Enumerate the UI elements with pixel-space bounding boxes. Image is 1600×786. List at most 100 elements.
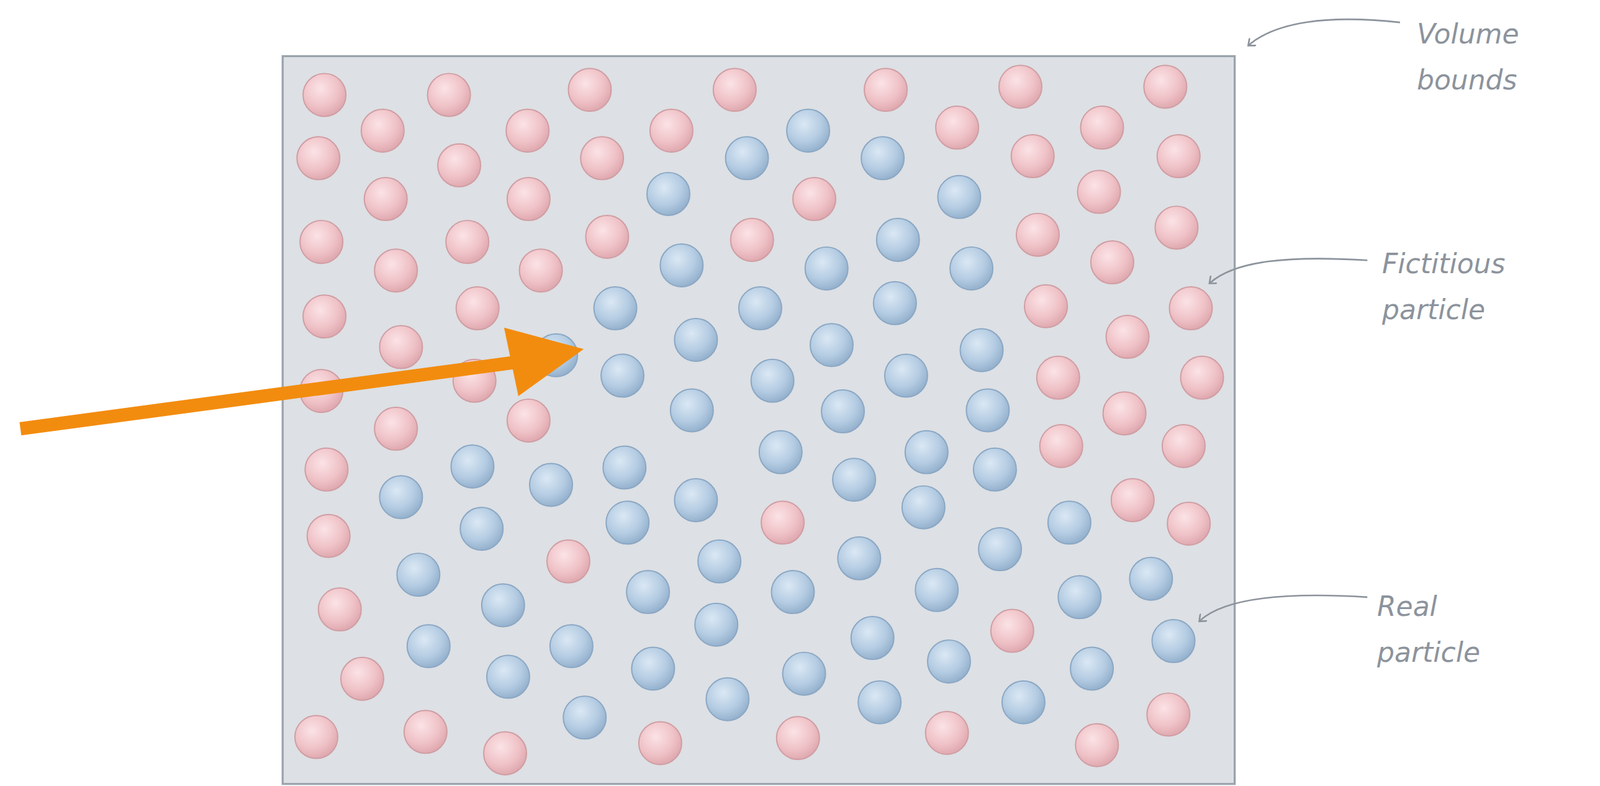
real-particle — [705, 677, 749, 721]
fictitious-particle — [925, 711, 969, 755]
real-particle — [379, 475, 423, 519]
real-particle — [563, 696, 606, 739]
volume-bounds — [282, 55, 1235, 784]
fictitious-particle — [864, 68, 908, 112]
real-particle — [1057, 575, 1101, 619]
leader-line — [1200, 595, 1368, 621]
fictitious-particle — [318, 587, 362, 631]
real-particle — [407, 624, 451, 668]
real-particle — [978, 527, 1022, 571]
fictitious-particle — [506, 109, 549, 153]
real-particle — [594, 286, 638, 330]
real-particle — [960, 328, 1004, 372]
real-particle — [529, 463, 573, 507]
fictitious-particle — [1011, 134, 1055, 178]
fictitious-particle — [935, 106, 979, 150]
real-particle — [915, 568, 959, 612]
fictitious-particle — [546, 540, 590, 584]
fictitious-particle — [776, 716, 820, 760]
fictitious-particle — [761, 501, 805, 544]
real-particle — [486, 655, 530, 699]
real-particle — [1070, 646, 1114, 690]
fictitious-particle — [427, 73, 471, 117]
real-particle — [858, 681, 901, 724]
fictitious-particle — [1169, 286, 1212, 330]
fictitious-particle — [1146, 692, 1190, 736]
real-particle — [1152, 619, 1196, 663]
real-particle — [786, 109, 830, 153]
real-particle — [674, 318, 718, 362]
fictitious-particle — [1106, 315, 1150, 359]
fictitious-particle — [580, 136, 624, 180]
fictitious-particle — [1024, 284, 1068, 328]
fictitious-particle — [1103, 391, 1147, 435]
fictitious-particle — [792, 177, 836, 221]
real-particle — [738, 286, 782, 330]
real-particle — [674, 478, 718, 522]
callout-label: Volume bounds — [1416, 11, 1573, 104]
real-particle — [927, 640, 971, 683]
fictitious-particle — [1036, 356, 1080, 400]
real-particle — [832, 458, 876, 502]
real-particle — [605, 501, 649, 544]
real-particle — [460, 507, 503, 551]
fictitious-particle — [294, 715, 338, 759]
fictitious-particle — [1180, 356, 1224, 400]
real-particle — [937, 175, 981, 219]
real-particle — [905, 430, 949, 474]
real-particle — [966, 388, 1009, 432]
real-particle — [694, 603, 738, 647]
particles — [294, 65, 1224, 775]
real-particle — [626, 570, 670, 614]
fictitious-particle — [437, 144, 481, 187]
fictitious-particle — [445, 220, 489, 264]
leader-line — [1249, 19, 1401, 45]
real-particle — [861, 136, 904, 180]
real-particle — [396, 553, 440, 597]
leader-line — [1210, 258, 1368, 284]
fictitious-particle — [507, 399, 551, 443]
fictitious-particle — [638, 721, 682, 765]
fictitious-particle — [1143, 65, 1187, 109]
fictitious-particle — [990, 609, 1034, 653]
fictitious-particle — [568, 68, 611, 112]
fictitious-particle — [379, 325, 423, 369]
real-particle — [1129, 557, 1173, 601]
fictitious-particle — [296, 136, 340, 180]
fictitious-particle — [302, 73, 346, 117]
fictitious-particle — [713, 68, 757, 112]
real-particle — [602, 445, 646, 489]
fictitious-particle — [998, 65, 1042, 109]
real-particle — [771, 570, 814, 614]
real-particle — [759, 430, 803, 474]
real-particle — [1048, 501, 1091, 544]
real-particle — [805, 247, 849, 290]
fictitious-particle — [507, 177, 551, 221]
pointer-arrow — [20, 327, 584, 430]
fictitious-particle — [361, 109, 405, 153]
fictitious-particle — [304, 448, 348, 492]
real-particle — [670, 388, 714, 432]
real-particle — [876, 218, 920, 262]
fictitious-particle — [374, 407, 418, 451]
fictitious-particle — [483, 732, 527, 775]
fictitious-particle — [1162, 424, 1206, 468]
leader-lines — [1200, 19, 1401, 621]
fictitious-particle — [730, 218, 774, 262]
fictitious-particle — [404, 710, 448, 754]
real-particle — [949, 247, 993, 290]
fictitious-particle — [1111, 478, 1155, 522]
real-particle — [837, 537, 881, 580]
fictitious-particle — [307, 514, 351, 558]
real-particle — [851, 616, 895, 660]
fictitious-particle — [302, 294, 346, 338]
real-particle — [873, 281, 917, 325]
fictitious-particle — [585, 215, 629, 259]
real-particle — [810, 323, 854, 367]
fictitious-particle — [299, 220, 343, 264]
pointer-arrow-shaft — [20, 362, 516, 430]
real-particle — [631, 646, 675, 690]
real-particle — [1002, 681, 1045, 724]
real-particle — [973, 448, 1017, 492]
